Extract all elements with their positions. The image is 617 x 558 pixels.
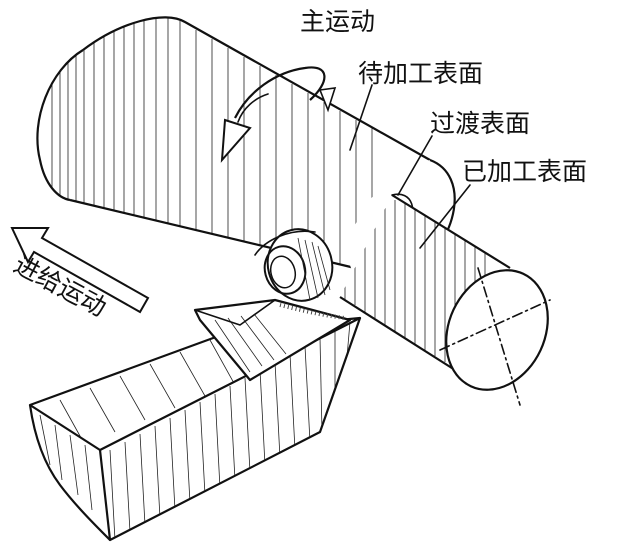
leader-surface-to-be-machined <box>349 84 373 151</box>
chip-curl <box>254 228 334 302</box>
main-motion-arrow <box>220 66 337 163</box>
leader-lines <box>349 84 471 249</box>
label-surface-to-be-machined: 待加工表面 <box>358 59 483 88</box>
label-main-motion: 主运动 <box>300 7 375 36</box>
large-cylinder-hatching <box>51 18 373 264</box>
leader-machined-surface <box>419 184 471 249</box>
feed-motion-arrow <box>10 227 150 314</box>
cutting-tool <box>28 298 362 542</box>
label-machined-surface: 已加工表面 <box>462 157 587 186</box>
tool-shank-hatching <box>109 321 351 540</box>
label-transition-surface: 过渡表面 <box>430 109 530 138</box>
workpiece-small-cylinder <box>339 194 551 406</box>
leader-transition-surface <box>397 135 433 196</box>
